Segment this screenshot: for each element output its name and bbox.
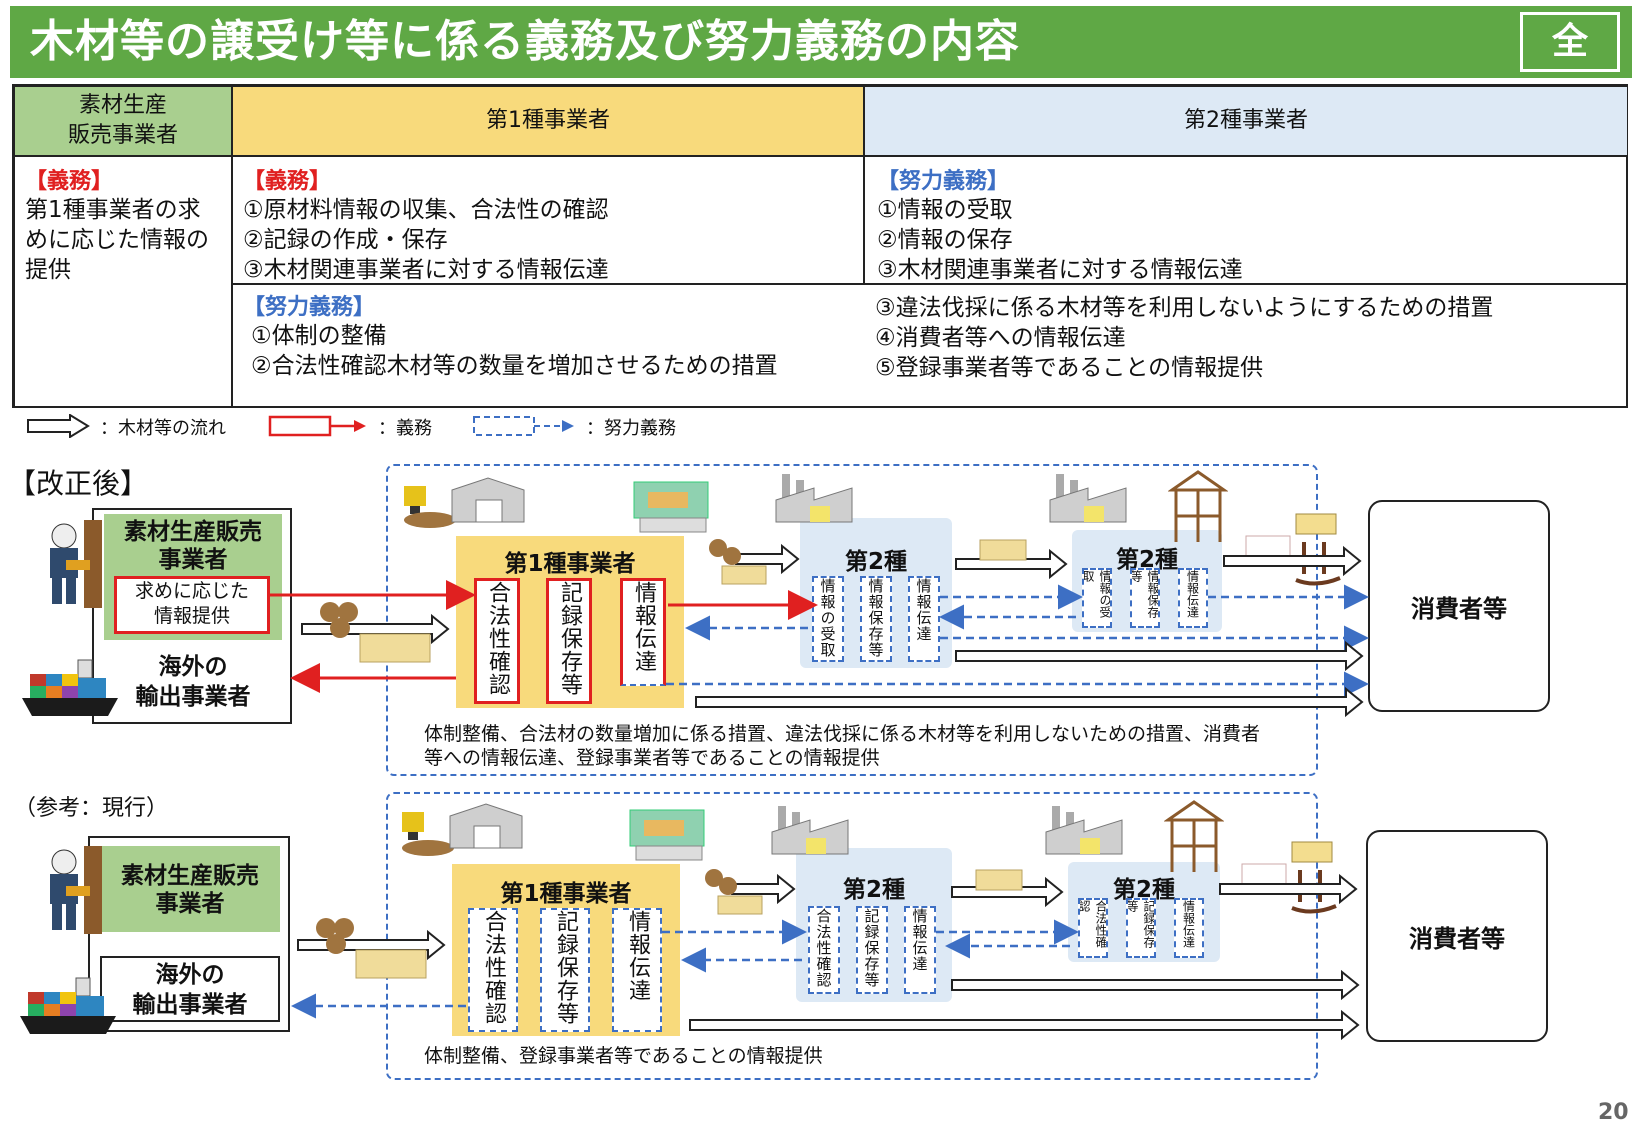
forestry-worker-icon [50,520,102,608]
type1-label: 第1種事業者 [504,551,636,577]
record-keeping-box-before: 記録保存等 [540,908,590,1032]
sawmill-icon [404,477,525,528]
effort-tag: 【努力義務】 [877,169,1010,194]
logs-icon [709,539,767,585]
wood-flow-arrow [689,1009,1360,1041]
processing-machine-icon [633,481,709,533]
house-frame-icon [1168,470,1228,542]
lumber-icon [975,869,1023,891]
logs-icon [316,918,427,979]
legend-duty-label: ：義務 [378,418,432,439]
legend-effort-arrow-icon [473,416,574,436]
type2b-transfer-box-before: 情報伝達 [1174,898,1204,958]
wood-flow-arrow [297,929,446,961]
wood-flow-arrow [955,548,1068,580]
obligations-table: 素材生産 販売事業者 第1種事業者 第2種事業者 【義務】 第1種事業者の求 め… [12,84,1628,408]
wood-flow-arrow [735,543,800,575]
page-number: 20 [1598,1100,1629,1125]
section-label-before: （参考：現行） [14,796,169,821]
consumer-box-before: 消費者等 [1366,830,1548,1042]
wood-flow-arrow [301,613,450,645]
sawmill-icon [402,803,523,856]
header-producer: 素材生産 販売事業者 [14,86,232,156]
logs-icon [320,602,431,663]
type2b-receive-box: 情報の受取 [1082,568,1112,628]
section-label-after: 【改正後】 [8,467,149,500]
wood-flow-arrow [951,876,1064,908]
type1-label-before: 第1種事業者 [500,881,632,907]
processing-machine-icon [629,809,705,861]
wood-flow-arrow [1223,545,1362,577]
cargo-ship-icon [22,659,118,716]
info-provision-box: 求めに応じた 情報提供 [114,576,270,634]
forestry-worker-icon [50,846,102,934]
factory-icon [775,474,853,523]
type2a-store-box: 情報保存等 [860,576,892,662]
logs-icon [705,869,763,915]
producer-box-before [100,846,280,932]
type2a-record-box-before: 記録保存等 [856,906,888,994]
factory-icon [1045,806,1123,855]
house-frame-icon [1164,800,1224,872]
type2b-record-box-before: 記録保存等 [1126,898,1156,958]
lumber-icon [979,539,1027,561]
factory-icon [1049,474,1127,523]
scope-badge: 全 [1520,12,1620,72]
legality-check-box-before: 合法性確認 [468,908,518,1032]
info-transfer-box: 情報伝達 [620,578,666,686]
legend-effort-label: ：努力義務 [586,418,676,439]
record-keeping-box: 記録保存等 [546,578,592,704]
legend-flow-label: ：木材等の流れ [100,418,226,439]
after-effort-note: 体制整備、合法材の数量増加に係る措置、違法伐採に係る木材等を利用しないための措置… [424,723,1261,769]
header-type1: 第1種事業者 [232,86,864,156]
type2a-check-box-before: 合法性確認 [808,906,840,994]
exporter-label-before: 海外の 輸出事業者 [132,962,248,1018]
header-type2: 第2種事業者 [864,86,1628,156]
type2a-label: 第2種 [844,549,907,575]
type2-effort-cell: 【努力義務】 ①情報の受取 ②情報の保存 ③木材関連事業者に対する情報伝達 [864,156,1628,284]
before-effort-frame [386,792,1318,1080]
factory-icon [771,806,849,855]
type1-duty-cell: 【義務】 ①原材料情報の収集、合法性の確認 ②記録の作成・保存 ③木材関連事業者… [232,156,864,284]
effort-tag: 【努力義務】 [243,295,376,320]
legality-check-box: 合法性確認 [474,578,520,704]
type2a-label-before: 第2種 [842,877,905,903]
wood-flow-arrow [951,969,1360,1001]
legend-flow-arrow-icon [27,414,90,438]
furniture-icon [1241,841,1337,914]
info-transfer-box-before: 情報伝達 [612,908,662,1032]
exporter-box-before [100,956,280,1022]
type2b-store-box: 情報保存等 [1130,568,1160,628]
legend-duty-arrow-icon [268,415,366,437]
cargo-ship-icon [20,977,116,1034]
duty-tag: 【義務】 [25,169,114,194]
wood-flow-arrow [1219,873,1358,905]
type2a-transfer-box-before: 情報伝達 [904,906,936,994]
producer-duty-cell: 【義務】 第1種事業者の求 めに応じた情報の 提供 [14,156,232,408]
type2b-check-box-before: 合法性確認 [1078,898,1108,958]
wood-flow-arrow [955,640,1364,672]
wood-flow-arrow [695,686,1364,718]
before-effort-note: 体制整備、登録事業者等であることの情報提供 [424,1045,823,1067]
after-effort-frame [386,464,1318,776]
consumer-box-after: 消費者等 [1368,500,1550,712]
producer-label-before: 素材生産販売 事業者 [121,863,259,917]
producer-label: 素材生産販売 事業者 [124,519,262,573]
duty-tag: 【義務】 [243,169,332,194]
exporter-label: 海外の 輸出事業者 [135,654,251,710]
page-title: 木材等の譲受け等に係る義務及び努力義務の内容 [30,16,1020,67]
title-bar [10,6,1632,78]
effort-row-cell: 【努力義務】 ①体制の整備 ②合法性確認木材等の数量を増加させるための措置 ③違… [232,284,1628,408]
type2b-transfer-box: 情報伝達 [1178,568,1208,628]
wood-flow-arrow [731,873,796,905]
